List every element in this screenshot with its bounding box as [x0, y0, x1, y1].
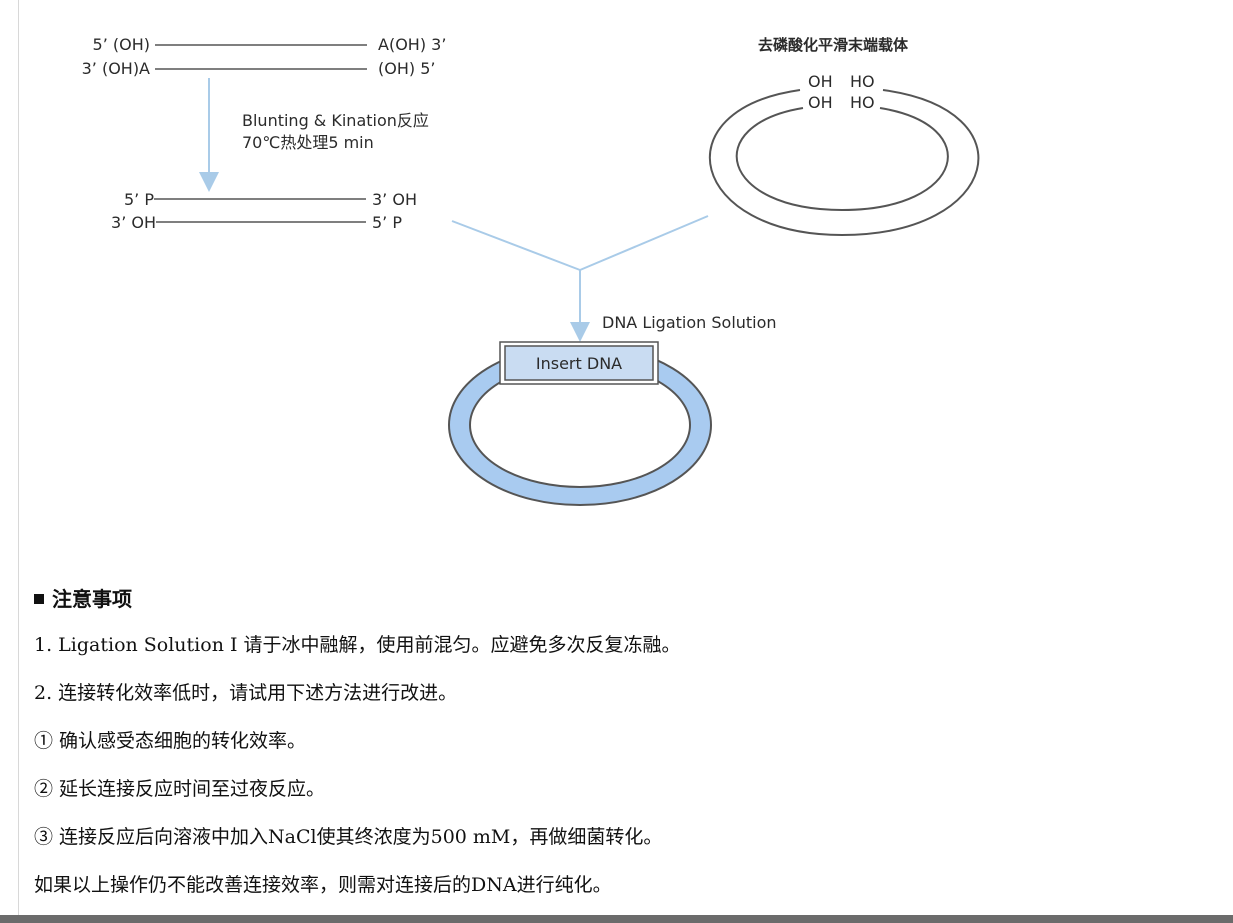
vector-label: 去磷酸化平滑末端载体 [758, 36, 909, 54]
vector-end-label: HO [850, 93, 875, 112]
strand-bottom-left-label: 3’ (OH)A [82, 59, 150, 78]
note-item: ① 确认感受态细胞的转化效率。 [34, 730, 307, 752]
strand-top-right-label: 3’ OH [372, 190, 417, 209]
step-label-line-1: Blunting & Kination反应 [242, 111, 429, 130]
insert-box-inner [504, 345, 654, 381]
note-item: ③ 连接反应后向溶液中加入NaCl使其终浓度为500 mM，再做细菌转化。 [34, 826, 663, 848]
insert-dna-phosphorylated: 5’ P 3’ OH 3’ OH 5’ P [111, 190, 417, 232]
strand-top-left-label: 5’ P [124, 190, 154, 209]
note-item: ② 延长连接反应时间至过夜反应。 [34, 778, 326, 800]
strand-top-right-label: A(OH) 3’ [378, 35, 446, 54]
converge-line-right [579, 215, 709, 271]
square-bullet-icon [34, 594, 44, 604]
recombinant-plasmid: Insert DNA [447, 341, 713, 506]
bottom-border [0, 915, 1233, 923]
notes-section: 注意事项 1. Ligation Solution I 请于冰中融解，使用前混匀… [34, 583, 1214, 917]
notes-heading: 注意事项 [34, 583, 1214, 615]
notes-title-text: 注意事项 [52, 587, 132, 611]
step-label-line-2: 70℃热处理5 min [242, 133, 374, 152]
note-item: 2. 连接转化效率低时，请试用下述方法进行改进。 [34, 682, 458, 704]
note-item: 如果以上操作仍不能改善连接效率，则需对连接后的DNA进行纯化。 [34, 874, 612, 896]
converge-line-left [451, 220, 581, 271]
insert-dna-label: Insert DNA [536, 354, 622, 373]
note-item: 1. Ligation Solution I 请于冰中融解，使用前混匀。应避免多… [34, 634, 681, 656]
blunt-vector: 去磷酸化平滑末端载体 OH HO OH HO [708, 36, 980, 237]
vector-inner-ring [735, 107, 949, 212]
ligation-label: DNA Ligation Solution [602, 313, 777, 332]
strand-bottom-right-label: (OH) 5’ [378, 59, 435, 78]
left-border [18, 0, 19, 915]
vector-end-label: HO [850, 72, 875, 91]
ligation-diagram: 5’ (OH) 3’ (OH)A A(OH) 3’ (OH) 5’ Blunti… [82, 35, 980, 506]
vector-end-label: OH [808, 93, 833, 112]
vector-outer-ring [708, 89, 980, 237]
vector-end-label: OH [808, 72, 833, 91]
strand-bottom-left-label: 3’ OH [111, 213, 156, 232]
strand-bottom-right-label: 5’ P [372, 213, 402, 232]
strand-top-left-label: 5’ (OH) [93, 35, 150, 54]
insert-dna-top: 5’ (OH) 3’ (OH)A A(OH) 3’ (OH) 5’ [82, 35, 447, 78]
